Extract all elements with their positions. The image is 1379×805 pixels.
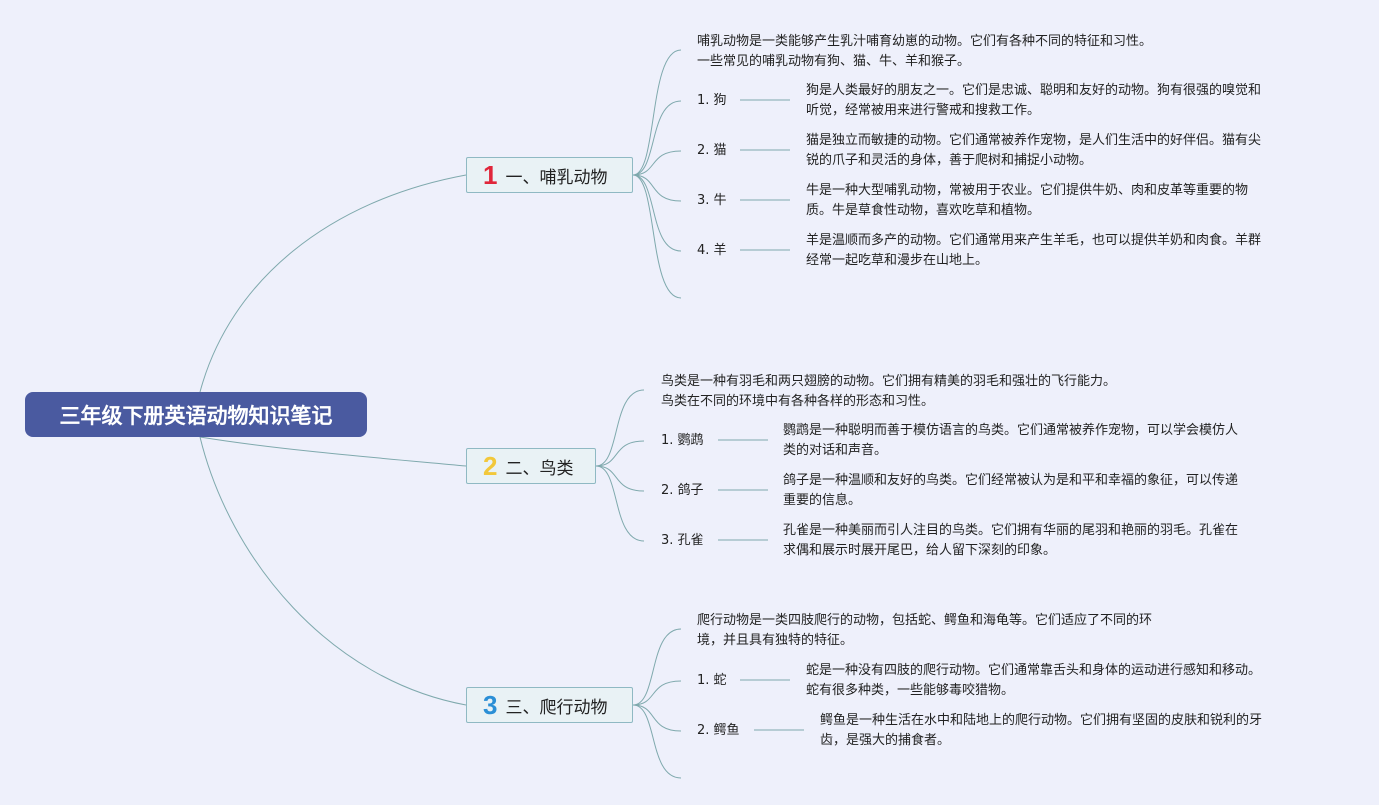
item-desc-crocodile[interactable]: 鳄鱼是一种生活在水中和陆地上的爬行动物。它们拥有坚固的皮肤和锐利的牙 齿，是强大…: [820, 711, 1262, 751]
item-label-pigeon[interactable]: 2. 鸽子: [661, 483, 704, 498]
intro-line: 鸟类在不同的环境中有各种各样的形态和习性。: [661, 394, 935, 409]
desc-line: 孔雀是一种美丽而引人注目的鸟类。它们拥有华丽的尾羽和艳丽的羽毛。孔雀在: [783, 523, 1239, 538]
branch-3-fan-line-3: [632, 704, 682, 779]
desc-line: 羊是温顺而多产的动物。它们通常用来产生羊毛，也可以提供羊奶和肉食。羊群: [806, 233, 1262, 248]
branch-1-fan-line-2: [632, 150, 682, 176]
item-desc-sheep[interactable]: 羊是温顺而多产的动物。它们通常用来产生羊毛，也可以提供羊奶和肉食。羊群 经常一起…: [806, 231, 1261, 271]
branch-1-fan-line-5: [632, 174, 682, 299]
desc-line: 听觉，经常被用来进行警戒和搜救工作。: [806, 103, 1041, 118]
branch-1-fan-line-1: [632, 100, 682, 176]
item-desc-snake[interactable]: 蛇是一种没有四肢的爬行动物。它们通常靠舌头和身体的运动进行感知和移动。 蛇有很多…: [806, 661, 1261, 701]
desc-line: 鸽子是一种温顺和友好的鸟类。它们经常被认为是和平和幸福的象征，可以传递: [783, 473, 1239, 488]
intro-line: 哺乳动物是一类能够产生乳汁哺育幼崽的动物。它们有各种不同的特征和习性。: [697, 34, 1153, 49]
branch-label: 三、爬行动物: [505, 697, 608, 718]
desc-line: 狗是人类最好的朋友之一。它们是忠诚、聪明和友好的动物。狗有很强的嗅觉和: [806, 83, 1262, 98]
branch-1-fan-line-4: [632, 174, 682, 252]
branch-label: 二、鸟类: [505, 458, 574, 479]
desc-line: 猫是独立而敏捷的动物。它们通常被养作宠物，是人们生活中的好伴侣。猫有尖: [806, 133, 1262, 148]
item-label-cattle[interactable]: 3. 牛: [697, 193, 727, 208]
branch-mammals[interactable]: 1 一、哺乳动物: [466, 157, 633, 193]
branch-3-fan-line-1: [632, 680, 682, 706]
desc-line: 牛是一种大型哺乳动物，常被用于农业。它们提供牛奶、肉和皮革等重要的物: [806, 183, 1249, 198]
item-desc-pigeon[interactable]: 鸽子是一种温顺和友好的鸟类。它们经常被认为是和平和幸福的象征，可以传递 重要的信…: [783, 471, 1238, 511]
desc-line: 齿，是强大的捕食者。: [820, 733, 951, 748]
branch-1-fan-line-0: [632, 49, 682, 176]
branch-2-fan-line-0: [595, 389, 645, 467]
intro-line: 爬行动物是一类四肢爬行的动物，包括蛇、鳄鱼和海龟等。它们适应了不同的环: [697, 613, 1153, 628]
desc-line: 鳄鱼是一种生活在水中和陆地上的爬行动物。它们拥有坚固的皮肤和锐利的牙: [820, 713, 1263, 728]
desc-line: 求偶和展示时展开尾巴，给人留下深刻的印象。: [783, 543, 1057, 558]
desc-line: 质。牛是草食性动物，喜欢吃草和植物。: [806, 203, 1041, 218]
root-to-branch-1-line: [199, 174, 467, 393]
desc-line: 蛇是一种没有四肢的爬行动物。它们通常靠舌头和身体的运动进行感知和移动。: [806, 663, 1262, 678]
item-label-peacock[interactable]: 3. 孔雀: [661, 533, 704, 548]
desc-line: 鹦鹉是一种聪明而善于模仿语言的鸟类。它们通常被养作宠物，可以学会模仿人: [783, 423, 1239, 438]
item-label-sheep[interactable]: 4. 羊: [697, 243, 727, 258]
desc-line: 重要的信息。: [783, 493, 862, 508]
desc-line: 锐的爪子和灵活的身体，善于爬树和捕捉小动物。: [806, 153, 1093, 168]
item-label-cat[interactable]: 2. 猫: [697, 143, 727, 158]
intro-line: 鸟类是一种有羽毛和两只翅膀的动物。它们拥有精美的羽毛和强壮的飞行能力。: [661, 374, 1117, 389]
item-desc-cattle[interactable]: 牛是一种大型哺乳动物，常被用于农业。它们提供牛奶、肉和皮革等重要的物 质。牛是草…: [806, 181, 1248, 221]
desc-line: 类的对话和声音。: [783, 443, 888, 458]
intro-line: 一些常见的哺乳动物有狗、猫、牛、羊和猴子。: [697, 54, 971, 69]
item-desc-cat[interactable]: 猫是独立而敏捷的动物。它们通常被养作宠物，是人们生活中的好伴侣。猫有尖 锐的爪子…: [806, 131, 1261, 171]
number-2-icon: 2: [483, 451, 498, 481]
intro-birds[interactable]: 鸟类是一种有羽毛和两只翅膀的动物。它们拥有精美的羽毛和强壮的飞行能力。 鸟类在不…: [661, 372, 1116, 412]
root-to-branch-2-line: [199, 436, 467, 467]
branch-3-fan-line-0: [632, 628, 682, 706]
item-label-crocodile[interactable]: 2. 鳄鱼: [697, 723, 740, 738]
branch-reptiles[interactable]: 3 三、爬行动物: [466, 687, 633, 723]
item-label-dog[interactable]: 1. 狗: [697, 93, 727, 108]
number-1-icon: 1: [483, 160, 498, 190]
branch-3-fan-line-2: [632, 704, 682, 732]
branch-birds[interactable]: 2 二、鸟类: [466, 448, 596, 484]
branch-2-fan-line-1: [595, 440, 645, 467]
item-desc-dog[interactable]: 狗是人类最好的朋友之一。它们是忠诚、聪明和友好的动物。狗有很强的嗅觉和 听觉，经…: [806, 81, 1261, 121]
desc-line: 经常一起吃草和漫步在山地上。: [806, 253, 989, 268]
intro-line: 境，并且具有独特的特征。: [697, 633, 854, 648]
item-desc-peacock[interactable]: 孔雀是一种美丽而引人注目的鸟类。它们拥有华丽的尾羽和艳丽的羽毛。孔雀在 求偶和展…: [783, 521, 1238, 561]
item-desc-parrot[interactable]: 鹦鹉是一种聪明而善于模仿语言的鸟类。它们通常被养作宠物，可以学会模仿人 类的对话…: [783, 421, 1238, 461]
intro-reptiles[interactable]: 爬行动物是一类四肢爬行的动物，包括蛇、鳄鱼和海龟等。它们适应了不同的环 境，并且…: [697, 611, 1152, 651]
number-3-icon: 3: [483, 690, 498, 720]
root-to-branch-3-line: [199, 436, 467, 706]
branch-label: 一、哺乳动物: [505, 167, 608, 188]
root-topic[interactable]: 三年级下册英语动物知识笔记: [25, 392, 367, 437]
desc-line: 蛇有很多种类，一些能够毒咬猎物。: [806, 683, 1015, 698]
branch-1-fan-line-3: [632, 174, 682, 202]
item-label-parrot[interactable]: 1. 鹦鹉: [661, 433, 704, 448]
branch-2-fan-line-3: [595, 465, 645, 542]
branch-2-fan-line-2: [595, 465, 645, 492]
intro-mammals[interactable]: 哺乳动物是一类能够产生乳汁哺育幼崽的动物。它们有各种不同的特征和习性。 一些常见…: [697, 32, 1152, 72]
item-label-snake[interactable]: 1. 蛇: [697, 673, 727, 688]
